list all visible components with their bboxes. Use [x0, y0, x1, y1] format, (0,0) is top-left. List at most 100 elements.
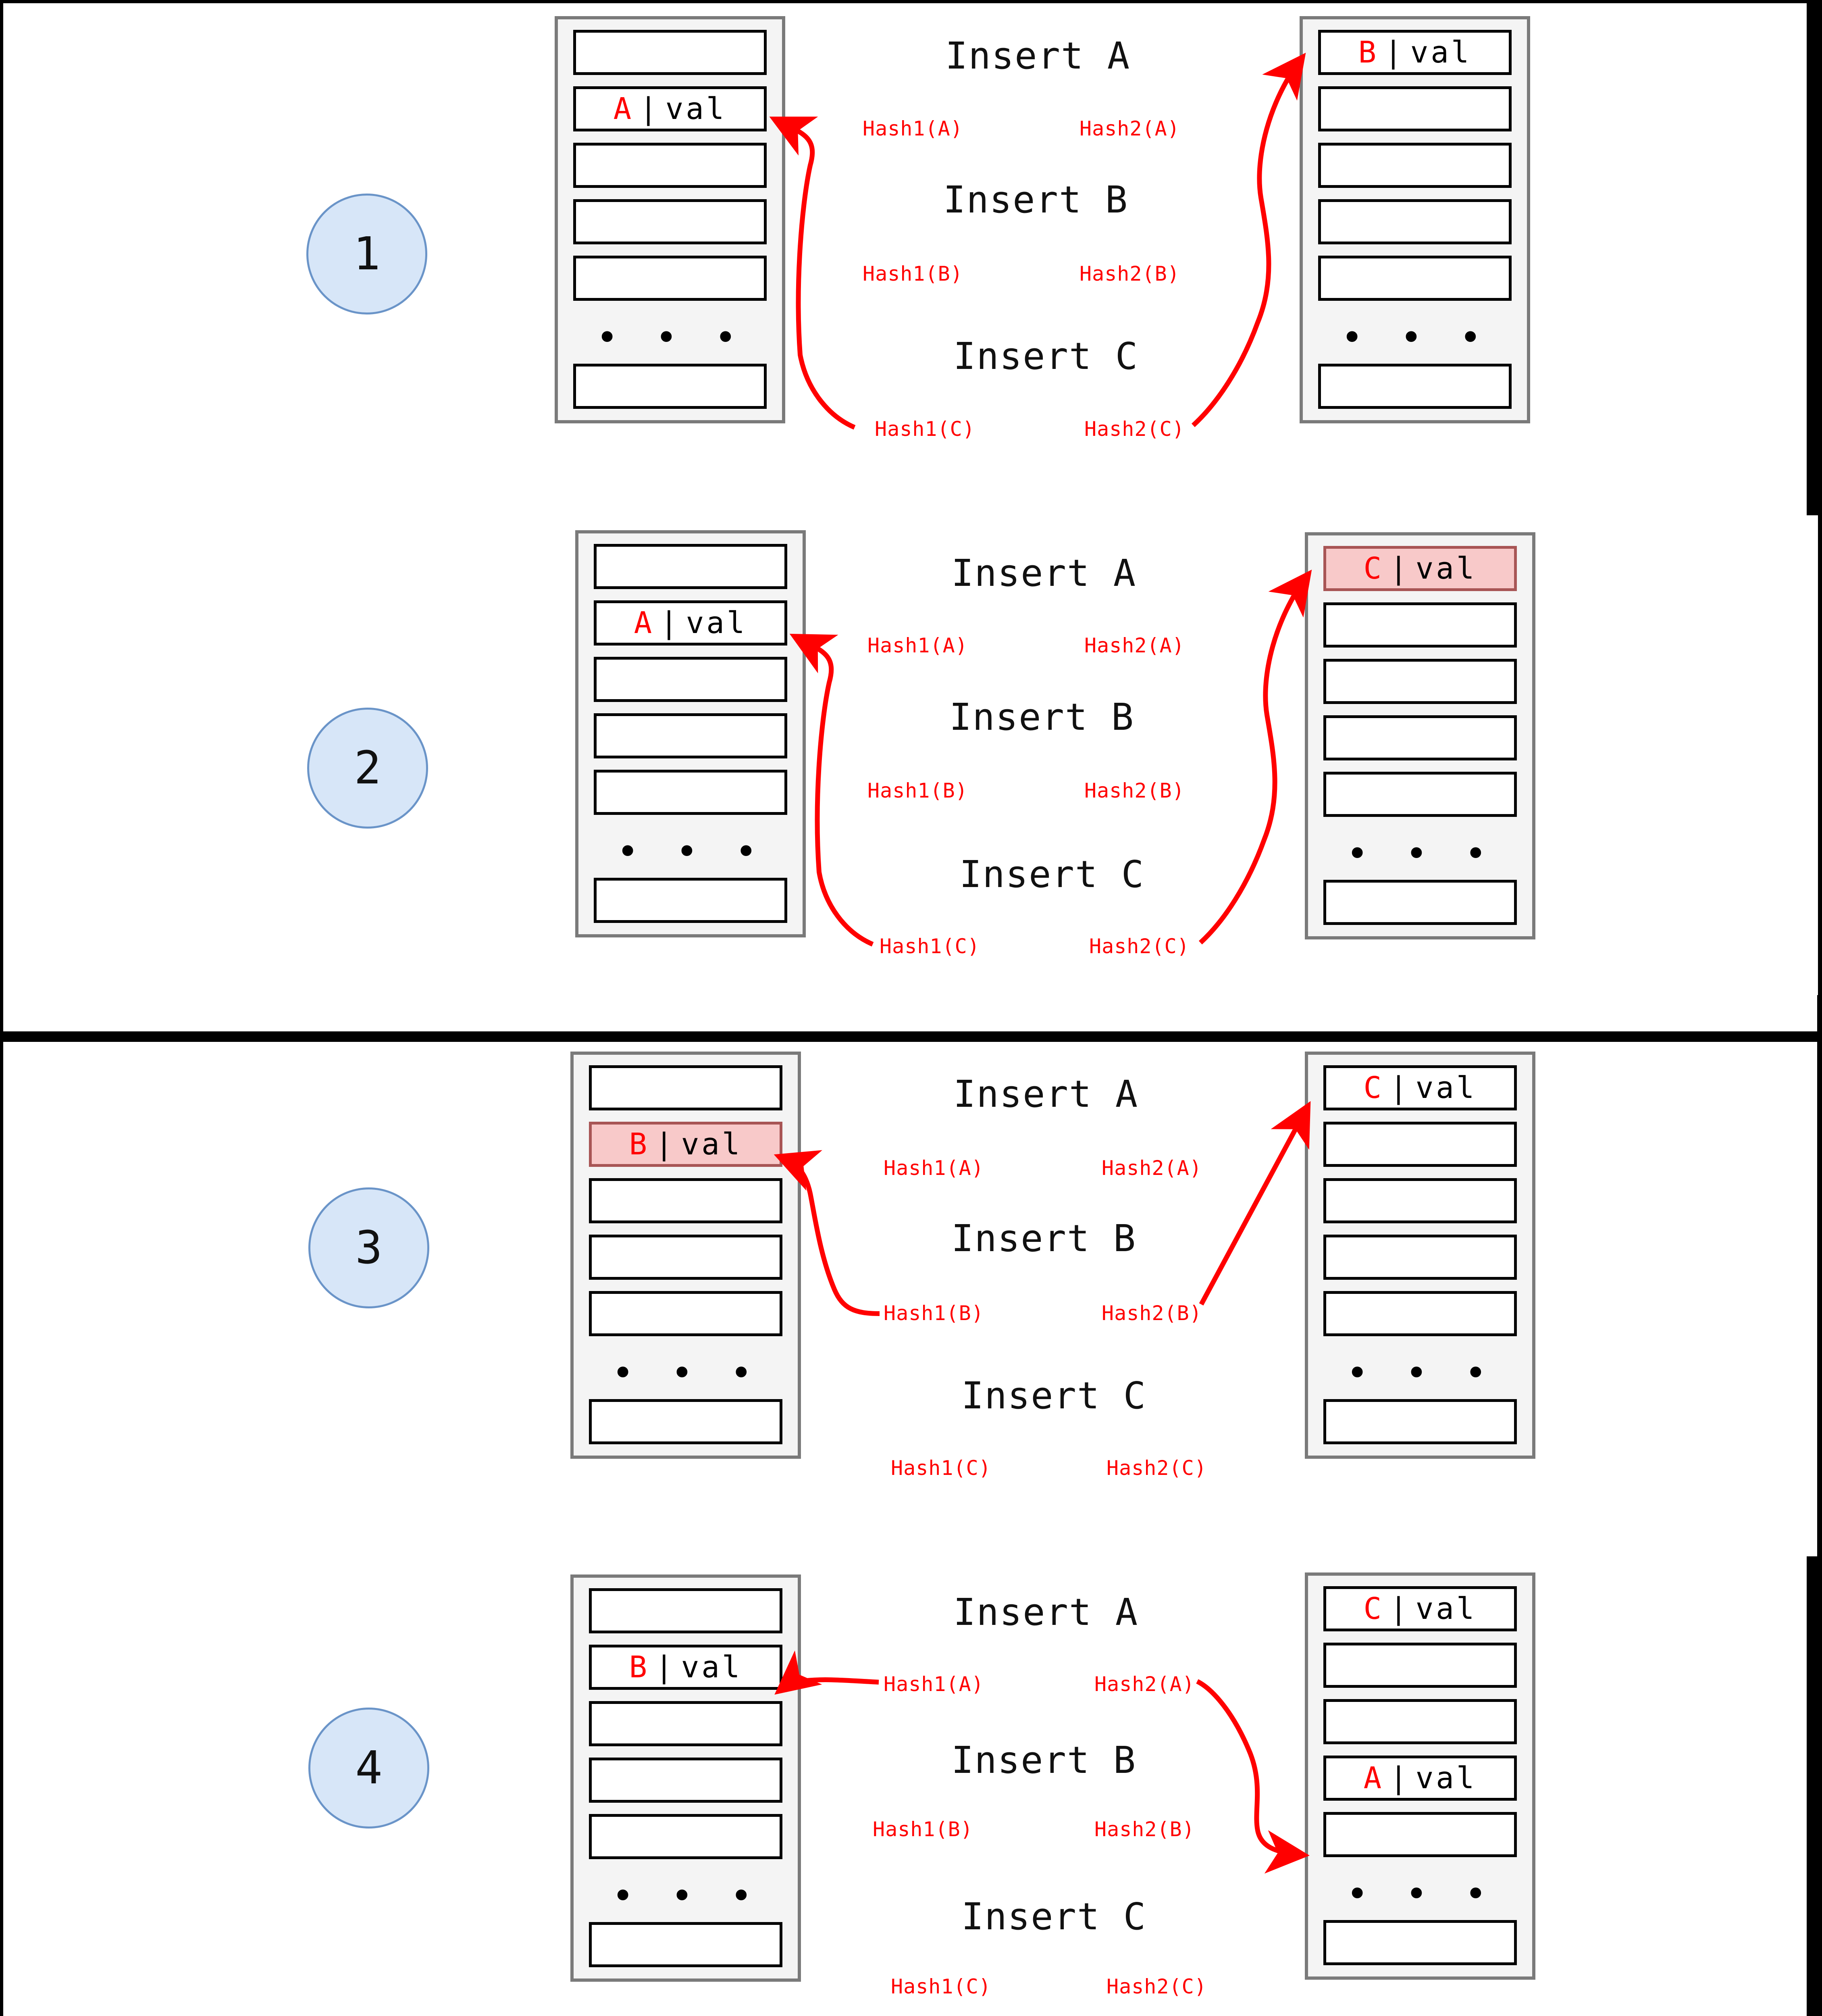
table-row[interactable]: C | val: [1323, 1586, 1517, 1631]
table-row[interactable]: [573, 256, 767, 301]
hash1-b-label: Hash1(B): [884, 1302, 984, 1325]
table-row[interactable]: B | val: [589, 1122, 782, 1167]
table-row[interactable]: A | val: [594, 600, 787, 646]
table-row[interactable]: [1323, 1235, 1517, 1280]
slot-key: C: [1363, 1070, 1384, 1105]
hash-table-1-left: A | val • • •: [555, 16, 785, 423]
step-number-label: 4: [355, 1742, 383, 1794]
hash1-c-label: Hash1(C): [891, 1456, 991, 1480]
table-row[interactable]: [1318, 199, 1512, 244]
hash2-a-label: Hash2(A): [1079, 117, 1180, 140]
arrow-hash2c-to-right-slot: [1198, 569, 1312, 945]
table-row[interactable]: [1323, 880, 1517, 925]
frame-right-border-mid: [1818, 515, 1822, 995]
table-row[interactable]: [589, 1922, 782, 1967]
hash-table-3-left: B | val • • •: [570, 1052, 801, 1459]
hash-table-4-left: B | val • • •: [570, 1574, 801, 1982]
slot-separator: |: [1389, 1070, 1410, 1105]
table-row[interactable]: A | val: [1323, 1756, 1517, 1801]
hash2-c-label: Hash2(C): [1107, 1975, 1207, 1998]
hash-table-3-right: C | val • • •: [1305, 1052, 1535, 1459]
table-row[interactable]: [589, 1399, 782, 1444]
hash1-a-label: Hash1(A): [867, 634, 968, 657]
slot-key: A: [613, 92, 634, 126]
slot-value: val: [681, 1650, 743, 1685]
table-row[interactable]: [594, 878, 787, 923]
table-row[interactable]: [1323, 1399, 1517, 1444]
table-row[interactable]: [1323, 715, 1517, 760]
hash2-c-label: Hash2(C): [1089, 935, 1190, 958]
arrow-hash1c-to-left-slot: [769, 117, 856, 430]
ellipsis-icon: • • •: [611, 1874, 760, 1918]
table-row[interactable]: B | val: [1318, 30, 1512, 75]
table-row[interactable]: [1323, 1178, 1517, 1223]
table-row[interactable]: [589, 1291, 782, 1336]
table-row[interactable]: [589, 1065, 782, 1110]
table-row[interactable]: C | val: [1323, 1065, 1517, 1110]
frame-right-border-upper: [1807, 0, 1822, 515]
hash1-b-label: Hash1(B): [873, 1818, 973, 1841]
slot-key: B: [629, 1127, 650, 1162]
table-row[interactable]: [1323, 1291, 1517, 1336]
insert-label-c: Insert C: [953, 335, 1139, 378]
slot-key: A: [634, 606, 655, 640]
slot-separator: |: [1389, 1761, 1410, 1795]
table-row[interactable]: [589, 1758, 782, 1803]
insert-label-a: Insert A: [951, 552, 1137, 595]
slot-value: val: [1415, 1070, 1477, 1105]
hash2-c-label: Hash2(C): [1107, 1456, 1207, 1480]
frame-right-border-bottom: [1807, 1556, 1822, 2016]
table-row[interactable]: [573, 143, 767, 188]
table-row[interactable]: [594, 713, 787, 758]
table-row[interactable]: [573, 364, 767, 409]
table-row[interactable]: [594, 770, 787, 815]
arrow-hash2b-to-right-slot: [1199, 1101, 1311, 1306]
slot-separator: |: [655, 1127, 676, 1162]
table-row[interactable]: A | val: [573, 86, 767, 131]
table-row[interactable]: [589, 1235, 782, 1280]
hash1-c-label: Hash1(C): [880, 935, 980, 958]
ellipsis-icon: • • •: [611, 1351, 760, 1395]
table-row[interactable]: [1318, 86, 1512, 131]
table-row[interactable]: [573, 30, 767, 75]
table-row[interactable]: [589, 1588, 782, 1633]
slot-value: val: [1415, 551, 1477, 586]
hash2-a-label: Hash2(A): [1102, 1156, 1202, 1180]
table-row[interactable]: [1323, 1699, 1517, 1744]
frame-top-border: [0, 0, 1822, 3]
slot-value: val: [665, 92, 727, 126]
table-row[interactable]: [1323, 1643, 1517, 1688]
table-row[interactable]: [1323, 772, 1517, 817]
table-row[interactable]: C | val: [1323, 546, 1517, 591]
insert-label-c: Insert C: [961, 1895, 1147, 1938]
insert-label-b: Insert B: [951, 1739, 1137, 1782]
slot-key: C: [1363, 1591, 1384, 1626]
insert-label-b: Insert B: [943, 178, 1129, 221]
step-number-circle-3: 3: [308, 1187, 429, 1308]
table-row[interactable]: [589, 1701, 782, 1746]
hash2-b-label: Hash2(B): [1084, 779, 1185, 802]
table-row[interactable]: [1323, 659, 1517, 704]
slot-value: val: [681, 1127, 743, 1162]
table-row[interactable]: [1323, 602, 1517, 648]
hash1-c-label: Hash1(C): [875, 417, 975, 441]
hash2-c-label: Hash2(C): [1084, 417, 1185, 441]
table-row[interactable]: [1323, 1122, 1517, 1167]
table-row[interactable]: [589, 1178, 782, 1223]
table-row[interactable]: [1318, 143, 1512, 188]
table-row[interactable]: [589, 1814, 782, 1859]
table-row[interactable]: [1318, 364, 1512, 409]
table-row[interactable]: [594, 657, 787, 702]
table-row[interactable]: [1318, 256, 1512, 301]
table-row[interactable]: [573, 199, 767, 244]
table-row[interactable]: [1323, 1812, 1517, 1857]
step-number-label: 3: [355, 1222, 383, 1274]
table-row[interactable]: B | val: [589, 1645, 782, 1690]
hash1-b-label: Hash1(B): [863, 262, 963, 285]
table-row[interactable]: [1323, 1920, 1517, 1965]
hash-table-4-right: C | val A | val • • •: [1305, 1572, 1535, 1980]
table-row[interactable]: [594, 544, 787, 589]
step-number-circle-1: 1: [306, 194, 427, 314]
hash1-a-label: Hash1(A): [884, 1672, 984, 1696]
